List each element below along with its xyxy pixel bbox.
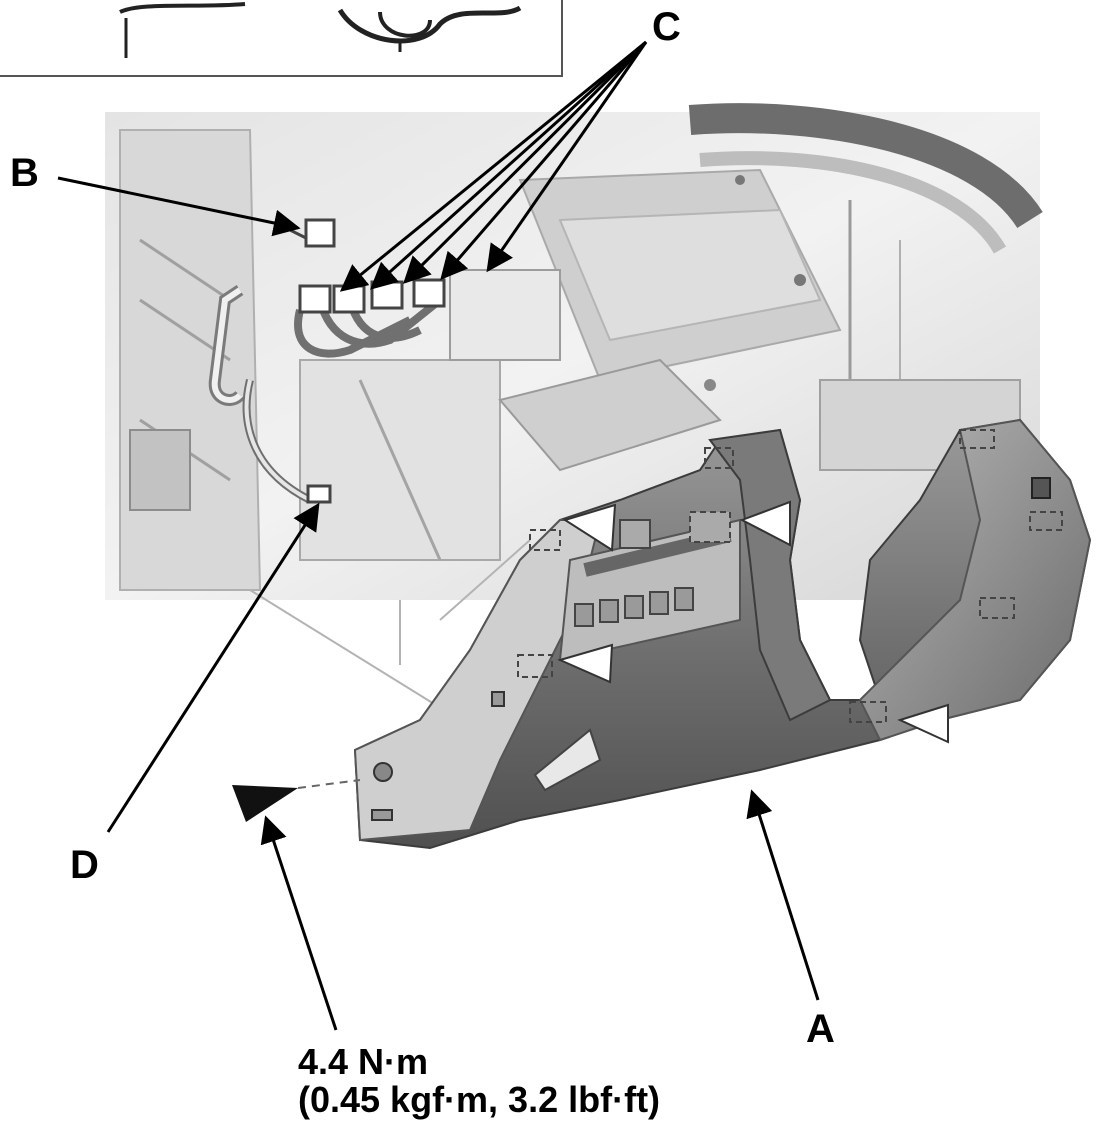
- arrow-c-1: [339, 40, 647, 292]
- arrow-c-5: [486, 41, 648, 273]
- callout-label-d: D: [70, 843, 99, 887]
- arrow-a: [746, 789, 820, 1001]
- arrow-c-2: [369, 40, 648, 290]
- torque-conversion: (0.45 kgf·m, 3.2 lbf·ft): [298, 1079, 660, 1120]
- lower-cover-panel: [353, 418, 1092, 850]
- torque-value: 4.4 N·m: [298, 1041, 428, 1082]
- arrow-c-4: [440, 41, 648, 281]
- inset-detail: [0, 0, 563, 77]
- arrow-b: [57, 176, 301, 237]
- bolt-guide-line: [297, 779, 361, 789]
- guide-lines: [249, 539, 531, 721]
- callout-label-a: A: [806, 1007, 835, 1051]
- callout-label-b: B: [10, 151, 39, 195]
- bolt-triangle-icon: [232, 785, 298, 822]
- arrow-torque: [260, 815, 338, 1031]
- leader-arrows: [57, 40, 820, 1031]
- arrow-c-3: [403, 40, 648, 284]
- callout-label-c: C: [652, 5, 681, 49]
- arrow-d: [106, 502, 320, 833]
